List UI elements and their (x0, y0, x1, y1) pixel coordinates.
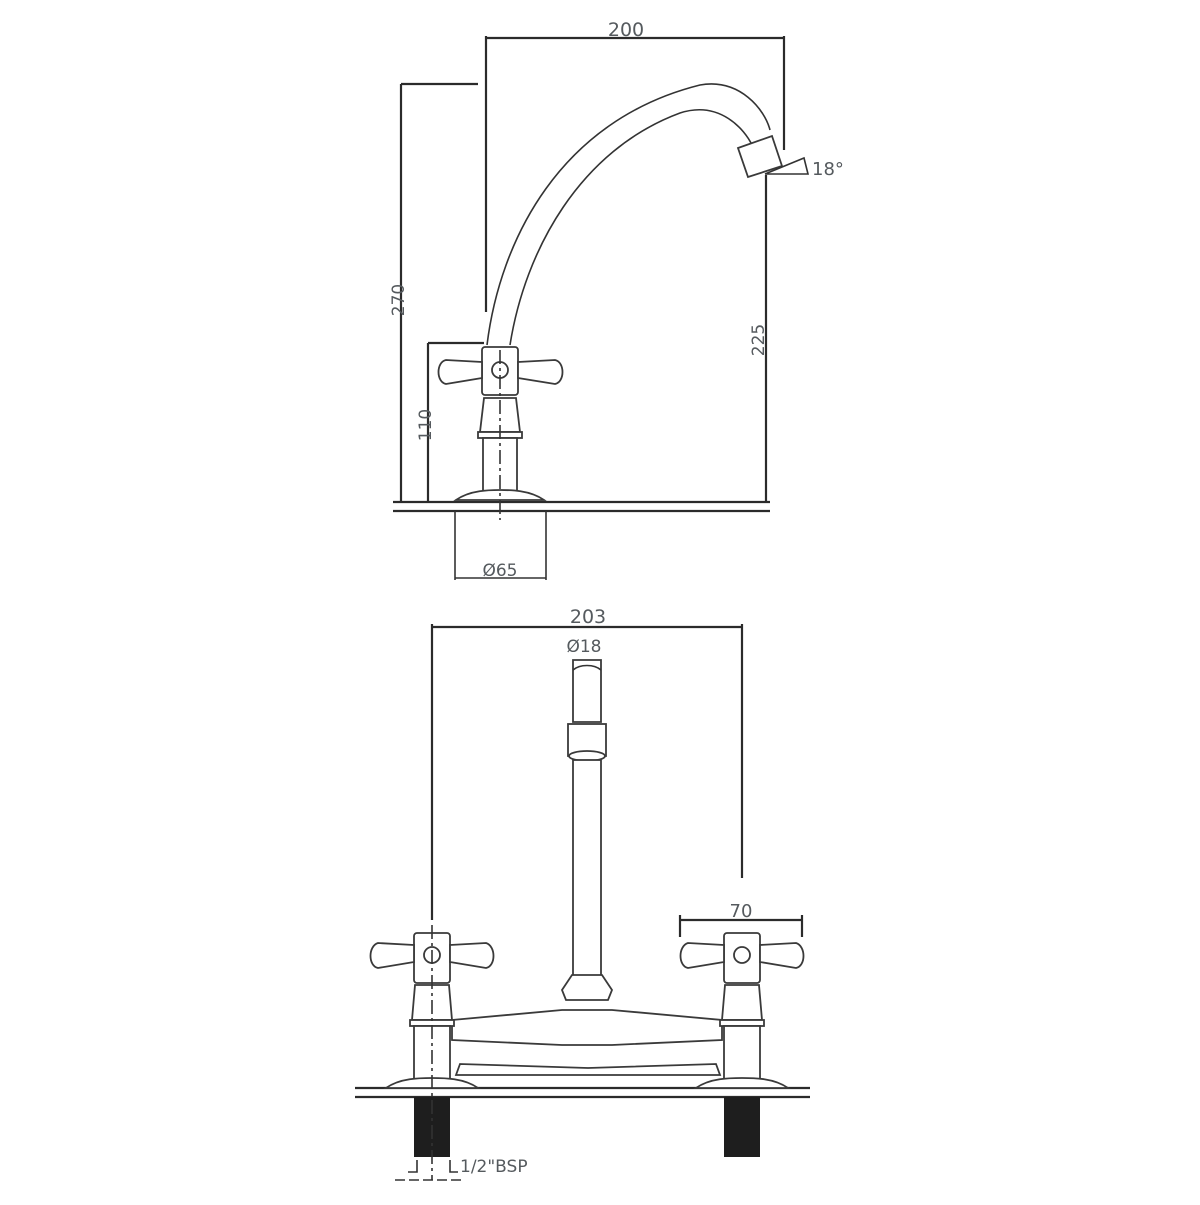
spout-diameter-label: Ø18 (566, 637, 601, 657)
left-valve (369, 925, 495, 1180)
handle-height-dimension: 110 (416, 341, 484, 502)
handle-arm-right (517, 359, 564, 385)
overall-height-label: 270 (389, 284, 409, 316)
base-diameter-label: Ø65 (482, 561, 517, 581)
connection-dimension: 1/2"BSP (395, 1157, 528, 1181)
handle-span-dimension: 70 (678, 901, 804, 937)
aerator (736, 134, 784, 179)
spout-reach-dimension: 200 (484, 19, 786, 312)
spout-base-nut (560, 974, 614, 1001)
bridge-lower (454, 1063, 722, 1076)
overall-height-dimension: 270 (389, 82, 478, 502)
outlet-height-label: 225 (749, 324, 769, 356)
right-valve (679, 932, 805, 1157)
handle-height-label: 110 (416, 409, 436, 441)
base-diameter-dimension: Ø65 (454, 511, 547, 581)
front-view: 203 Ø18 (355, 606, 810, 1181)
front-spout (560, 659, 614, 1001)
aerator-angle-label: 18° (812, 159, 844, 180)
outlet-height-dimension: 225 (749, 175, 769, 502)
handle-span-label: 70 (730, 901, 753, 922)
centres-label: 203 (570, 606, 606, 628)
side-valve (437, 346, 564, 520)
centres-dimension: 203 (430, 606, 744, 920)
bridge-arm (451, 1009, 723, 1046)
side-view: Ø65 270 110 200 225 (389, 19, 844, 581)
spout-reach-label: 200 (608, 19, 644, 41)
handle-arm-left (437, 359, 483, 385)
connection-label: 1/2"BSP (460, 1157, 528, 1177)
swivel-spout: 18° (486, 83, 844, 346)
right-thread (724, 1097, 760, 1157)
